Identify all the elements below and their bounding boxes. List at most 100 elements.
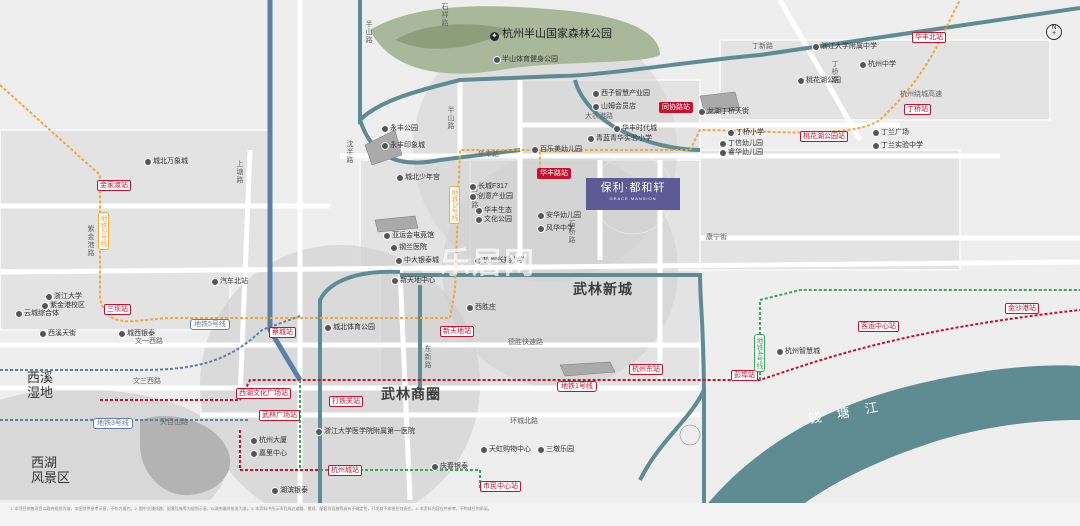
metro-station[interactable]: 桃花湖公园站 xyxy=(800,131,848,142)
poi-label[interactable]: 新天地中心 xyxy=(400,277,435,284)
poi-pin-icon xyxy=(475,207,483,215)
project-marker[interactable]: 保利·都和轩 GRACE MANSION xyxy=(586,178,680,210)
poi-label[interactable]: 山姆会员店 xyxy=(601,103,636,110)
poi-label[interactable]: 丁信幼儿园 xyxy=(728,140,763,147)
metro-station[interactable]: 杭州东站 xyxy=(629,364,663,375)
poi-label[interactable]: 城北万象城 xyxy=(153,158,188,165)
metro-station[interactable]: 彭埠站 xyxy=(731,370,758,381)
district-halo-wulin-new xyxy=(442,152,678,388)
poi-label[interactable]: 华丰生态 xyxy=(484,207,512,214)
poi-label[interactable]: 杭州智慧城 xyxy=(785,348,820,355)
poi-pin-icon xyxy=(211,278,219,286)
poi-label[interactable]: 庆春银泰 xyxy=(440,463,468,470)
poi-label[interactable]: 风华中学 xyxy=(546,225,574,232)
road-label: 半山路 xyxy=(365,20,372,44)
poi-label[interactable]: 湖滨银泰 xyxy=(280,487,308,494)
metro-line-5-west xyxy=(0,315,301,371)
poi-label[interactable]: 长城F317 xyxy=(478,183,508,190)
poi-label[interactable]: 西子智慧产业园 xyxy=(601,90,650,97)
poi-label[interactable]: 西胜庄 xyxy=(475,304,496,311)
poi-label[interactable]: 浙江大学附属中学 xyxy=(821,43,877,50)
poi-label[interactable]: 杭州长翔小学 xyxy=(483,257,525,264)
metro-station[interactable]: 同协路站 xyxy=(659,102,693,113)
district-wulin-business: 武林商圈 xyxy=(381,386,441,402)
poi-label[interactable]: 安华幼儿园 xyxy=(546,212,581,219)
metro-line-1b xyxy=(239,430,320,471)
metro-station[interactable]: 丁桥站 xyxy=(904,104,931,115)
poi-label[interactable]: 永丰印象城 xyxy=(390,142,425,149)
poi-pin-icon xyxy=(39,330,47,338)
poi-label[interactable]: 青蓝青华实验小学 xyxy=(596,135,652,142)
metro-line-tag: 地铁5号线 xyxy=(190,319,230,330)
poi-label[interactable]: 三墩乐园 xyxy=(546,446,574,453)
metro-line-tag: 地铁5号线 xyxy=(449,186,460,224)
metro-station[interactable]: 西湖文化广场站 xyxy=(236,388,291,399)
poi-label[interactable]: 杭州大厦 xyxy=(259,437,287,444)
poi-pin-icon xyxy=(395,257,403,265)
poi-label[interactable]: 杭州中学 xyxy=(868,61,896,68)
poi-label[interactable]: 睿华幼儿园 xyxy=(728,149,763,156)
poi-label[interactable]: 云城综合体 xyxy=(24,310,59,317)
poi-label[interactable]: 创意产业园 xyxy=(478,193,513,200)
poi-label[interactable]: 汽车北站 xyxy=(220,278,248,285)
metro-station[interactable]: 华丰路站 xyxy=(537,168,571,179)
poi-label[interactable]: 城北少年宫 xyxy=(405,174,440,181)
disclaimer-footer: 1. 本项目销售项目以政府规划为准，本图仅供参考示意，不作为要约。2. 图中交通… xyxy=(0,503,1080,526)
poi-pin-icon xyxy=(466,304,474,312)
metro-station[interactable]: 三坝站 xyxy=(104,304,131,315)
metro-station[interactable]: 新天地站 xyxy=(440,326,474,337)
poi-label[interactable]: 丁兰广场 xyxy=(881,129,909,136)
metro-station[interactable]: 杭州城站 xyxy=(328,465,362,476)
poi-label[interactable]: 龙湖丁桥天街 xyxy=(707,108,749,115)
road-label: 上塘路 xyxy=(236,160,243,184)
district-xixi: 西溪 湿地 xyxy=(27,370,54,400)
poi-label[interactable]: 浙江大学 xyxy=(54,293,82,300)
poi-pin-icon xyxy=(45,293,53,301)
district-wulin-new-city: 武林新城 xyxy=(573,281,633,297)
metro-station[interactable]: 打铁关站 xyxy=(329,396,363,407)
poi-label[interactable]: 桃花湖公园 xyxy=(806,77,841,84)
poi-pin-icon xyxy=(531,146,539,154)
metro-station[interactable]: 金家渡站 xyxy=(97,180,131,191)
metro-station[interactable]: 金沙港站 xyxy=(1005,303,1039,314)
poi-label[interactable]: 城西银泰 xyxy=(127,330,155,337)
poi-label[interactable]: 华丰时代城 xyxy=(622,125,657,132)
poi-label[interactable]: 丁兰实验中学 xyxy=(881,142,923,149)
poi-pin-icon xyxy=(719,149,727,157)
poi-label[interactable]: 嘉里中心 xyxy=(259,450,287,457)
metro-station[interactable]: 武林广场站 xyxy=(259,410,300,421)
poi-label[interactable]: 钢兰医院 xyxy=(399,244,427,251)
park-title: ♣ 杭州半山国家森林公园 xyxy=(490,29,612,41)
poi-pin-icon xyxy=(592,103,600,111)
road-label: 天目山路 xyxy=(160,419,188,426)
poi-label[interactable]: 半山体育健身公园 xyxy=(502,56,558,63)
poi-label[interactable]: 中大银泰城 xyxy=(404,257,439,264)
poi-label[interactable]: 亚运会电竞馆 xyxy=(392,232,434,239)
poi-pin-icon xyxy=(250,450,258,458)
poi-pin-icon xyxy=(613,125,621,133)
road-label: 环城北路 xyxy=(510,418,538,425)
poi-pin-icon xyxy=(118,330,126,338)
metro-station[interactable]: 蔡城站 xyxy=(269,327,296,338)
poi-pin-icon xyxy=(324,324,332,332)
poi-pin-icon xyxy=(381,125,389,133)
poi-label[interactable]: 浙江大学医学院附属第一医院 xyxy=(324,428,415,435)
poi-pin-icon xyxy=(859,61,867,69)
poi-pin-icon xyxy=(872,142,880,150)
metro-station[interactable]: 华丰北站 xyxy=(912,32,946,43)
poi-label[interactable]: 丁桥小学 xyxy=(736,129,764,136)
poi-label[interactable]: 百乐美幼儿园 xyxy=(540,146,582,153)
poi-pin-icon xyxy=(381,142,389,150)
metro-station[interactable]: 市民中心站 xyxy=(480,481,521,492)
poi-label[interactable]: 文化公园 xyxy=(484,216,512,223)
poi-pin-icon xyxy=(250,437,258,445)
poi-label[interactable]: 紫金港校区 xyxy=(50,302,85,309)
poi-pin-icon xyxy=(15,310,23,318)
road-label: 石桥路 xyxy=(568,220,575,244)
poi-label[interactable]: 天虹购物中心 xyxy=(489,446,531,453)
landmark-sketches xyxy=(364,91,741,446)
poi-label[interactable]: 城北体育公园 xyxy=(333,324,375,331)
poi-label[interactable]: 西溪天街 xyxy=(48,330,76,337)
metro-station[interactable]: 客运中心站 xyxy=(858,321,899,332)
poi-label[interactable]: 永丰公园 xyxy=(390,125,418,132)
